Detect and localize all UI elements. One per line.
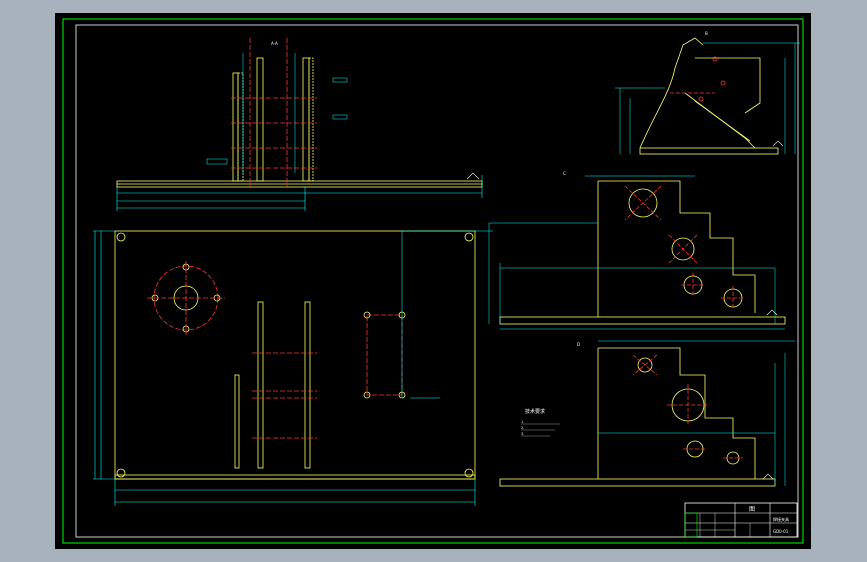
view-label-c: C (563, 171, 566, 176)
view-label-b: B (705, 31, 708, 36)
view-section-top (116, 38, 483, 211)
title-block-title: 图 (749, 506, 755, 513)
notes-line-1: 1. (521, 420, 524, 424)
view-plate-plan (93, 230, 493, 506)
notes-line-2: 2. (521, 426, 524, 430)
title-block-drawing-no: GD0-01 (773, 529, 789, 534)
inner-frame (75, 24, 799, 538)
view-detail-bottom-right (499, 340, 795, 487)
title-block (684, 502, 798, 538)
title-block-subtitle: 焊接夹具 (773, 516, 789, 522)
outer-frame (62, 18, 804, 544)
view-label-d: D (577, 342, 580, 347)
view-detail-mid-right (488, 175, 786, 330)
cad-drawing: 图 焊接夹具 GD0-01 技术要求 1. 2. 3. A-A B C D (62, 18, 804, 544)
view-label-section: A-A (271, 41, 278, 46)
cad-viewport[interactable]: 图 焊接夹具 GD0-01 技术要求 1. 2. 3. A-A B C D (55, 13, 811, 549)
notes-heading: 技术要求 (525, 408, 545, 415)
view-detail-top-right (615, 37, 800, 155)
notes-line-3: 3. (521, 432, 524, 436)
